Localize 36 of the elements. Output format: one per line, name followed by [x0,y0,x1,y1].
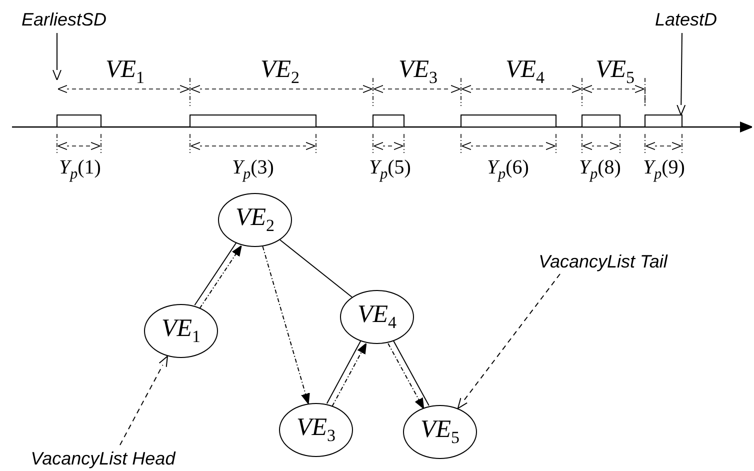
leader-arrow [52,32,62,80]
time-slot-bar [460,114,556,128]
interval-label: VE$_{2}$ [260,56,300,88]
tree-link [326,340,362,404]
slot-label: Y$_{p}$(5) [369,156,411,184]
leader-arrow [120,356,168,446]
time-slot-bar [56,114,102,128]
pointer-label: VacancyList Head [30,448,176,470]
time-slot-bar [190,114,316,128]
time-slot-bar [582,114,620,128]
interval-label: VE$_{5}$ [595,56,635,88]
tree-link [392,340,430,406]
interval-label: VE$_{3}$ [398,56,438,88]
arrow [262,246,310,404]
pointer-label: LatestD [654,10,718,30]
leader-arrow [676,32,686,116]
pointer-label: VacancyList Tail [538,252,668,272]
interval-label: VE$_{4}$ [505,56,545,88]
slot-label: Y$_{p}$(8) [579,156,621,184]
interval-label: VE$_{1}$ [105,56,145,88]
arrow [388,343,424,409]
ellipse-node: VE$_{4}$ [340,290,414,344]
arrow [332,343,367,407]
leader-arrow [457,274,560,409]
tree-link [280,239,352,298]
time-slot-bar [372,114,404,128]
ellipse-node: VE$_{2}$ [218,193,292,247]
slot-label: Y$_{p}$(9) [643,156,685,184]
pointer-label: EarliestSD [21,10,107,30]
slot-label: Y$_{p}$(3) [232,156,274,184]
slot-label: Y$_{p}$(1) [59,156,101,184]
ellipse-node: VE$_{5}$ [403,405,477,459]
slot-label: Y$_{p}$(6) [487,156,529,184]
time-slot-bar [644,114,682,128]
ellipse-node: VE$_{1}$ [144,304,218,358]
ellipse-node: VE$_{3}$ [279,403,353,457]
